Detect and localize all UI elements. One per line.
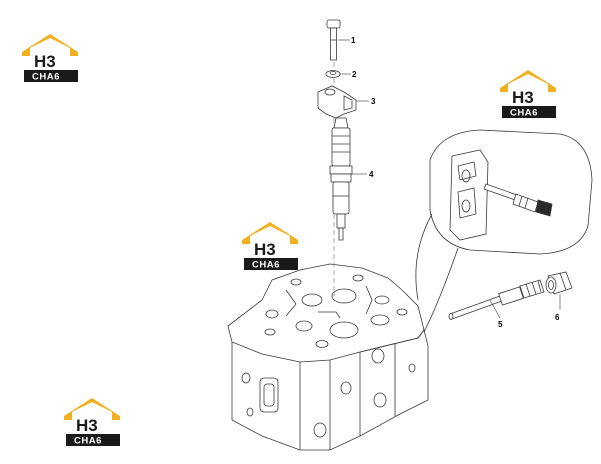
callout-label-3: 3: [371, 97, 376, 106]
svg-text:H3: H3: [512, 88, 534, 107]
part-5-connector: [448, 279, 545, 320]
house-logo-icon: H3 CHA6: [500, 70, 556, 119]
part-3-clamp: [317, 85, 357, 119]
callout-label-6: 6: [555, 313, 560, 322]
inset-bubble: [429, 129, 593, 255]
callout-label-5: 5: [498, 320, 503, 329]
part-2-washer: [325, 70, 341, 78]
inset-leader-right: [423, 247, 459, 333]
house-logo-icon: H3 CHA6: [242, 222, 298, 271]
svg-text:CHA6: CHA6: [32, 72, 60, 83]
callout-1: 1: [338, 36, 356, 45]
watermark-logo: H3 CHA6: [496, 66, 560, 118]
svg-text:CHA6: CHA6: [252, 260, 280, 271]
part-4-injector: [329, 117, 353, 241]
svg-text:H3: H3: [76, 416, 98, 435]
callout-6: 6: [555, 294, 561, 322]
svg-text:CHA6: CHA6: [74, 436, 102, 447]
callout-2: 2: [340, 70, 357, 79]
house-logo-icon: H3 CHA6: [64, 398, 120, 447]
house-logo-icon: H3 CHA6: [22, 34, 78, 83]
svg-text:H3: H3: [254, 240, 276, 259]
callout-5: 5: [489, 299, 503, 329]
watermark-logo: H3 CHA6: [60, 394, 124, 446]
callout-label-2: 2: [352, 70, 357, 79]
svg-text:H3: H3: [34, 52, 56, 71]
inset-leader-left: [415, 213, 433, 301]
svg-text:CHA6: CHA6: [510, 108, 538, 119]
callout-3: 3: [356, 97, 376, 106]
callout-label-1: 1: [351, 36, 356, 45]
part-1-bolt: [326, 19, 341, 61]
callout-4: 4: [352, 170, 374, 179]
watermark-logo: H3 CHA6: [18, 30, 82, 82]
detail-inset: [415, 129, 593, 333]
callout-label-4: 4: [369, 170, 374, 179]
cylinder-head: [227, 263, 429, 451]
watermark-logo: H3 CHA6: [238, 218, 302, 270]
part-6-nut: [545, 271, 573, 295]
